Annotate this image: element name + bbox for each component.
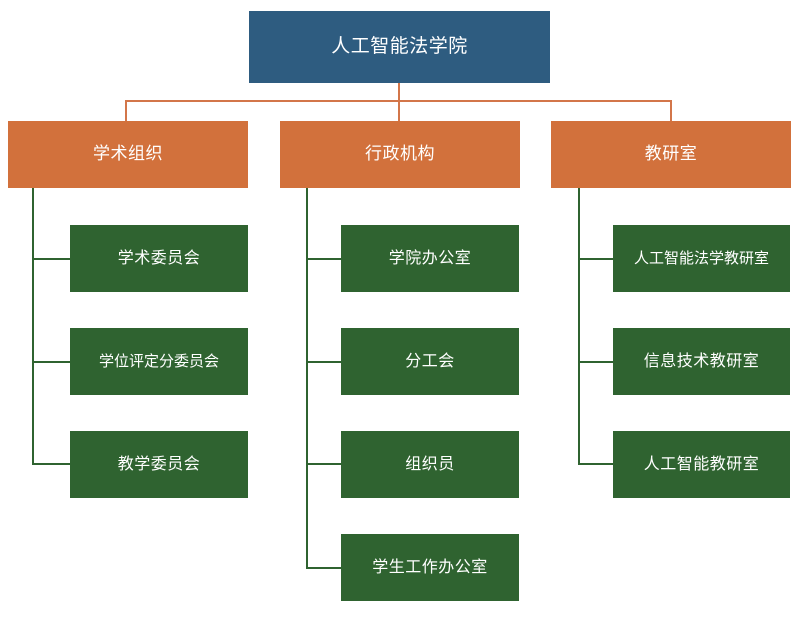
root-node-ai-law-school[interactable]: 人工智能法学院 [249,11,550,83]
leaf-node-information-technology-teaching-office[interactable]: 信息技术教研室 [613,328,790,395]
leaf-node-organizer[interactable]: 组织员 [341,431,519,498]
connector-branch-1-leaf-3 [32,463,70,465]
connector-spine-column-2 [306,188,308,569]
leaf-node-degree-evaluation-subcommittee[interactable]: 学位评定分委员会 [70,328,248,395]
connector-drop-branch-1 [125,100,127,121]
connector-branch-2-leaf-2 [306,361,342,363]
connector-drop-branch-2 [398,100,400,121]
connector-branch-3-leaf-1 [578,258,614,260]
branch-node-academic-organizations[interactable]: 学术组织 [8,121,248,188]
connector-branch-1-leaf-2 [32,361,70,363]
connector-spine-column-1 [32,188,34,465]
leaf-node-branch-union[interactable]: 分工会 [341,328,519,395]
connector-drop-branch-3 [670,100,672,121]
leaf-node-ai-teaching-office[interactable]: 人工智能教研室 [613,431,790,498]
connector-branch-2-leaf-4 [306,567,342,569]
leaf-node-academic-committee[interactable]: 学术委员会 [70,225,248,292]
connector-spine-column-3 [578,188,580,465]
connector-branch-3-leaf-2 [578,361,614,363]
leaf-node-teaching-committee[interactable]: 教学委员会 [70,431,248,498]
connector-branch-3-leaf-3 [578,463,614,465]
leaf-node-college-office[interactable]: 学院办公室 [341,225,519,292]
leaf-node-student-affairs-office[interactable]: 学生工作办公室 [341,534,519,601]
connector-root-stem [398,83,400,101]
leaf-node-ai-law-teaching-office[interactable]: 人工智能法学教研室 [613,225,790,292]
branch-node-administrative-bodies[interactable]: 行政机构 [280,121,520,188]
connector-branch-1-leaf-1 [32,258,70,260]
branch-node-teaching-research-offices[interactable]: 教研室 [551,121,791,188]
connector-branch-2-leaf-1 [306,258,342,260]
connector-branch-2-leaf-3 [306,463,342,465]
